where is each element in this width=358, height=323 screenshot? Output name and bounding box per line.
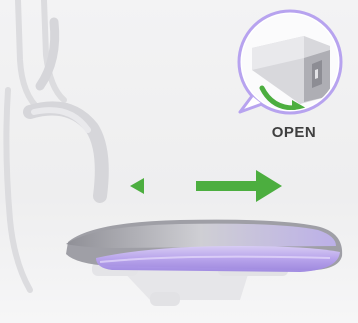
chair-armrest: [30, 22, 102, 196]
open-callout: [238, 10, 348, 120]
double-headed-arrow-icon: [130, 170, 282, 202]
seat-cushion: [66, 220, 342, 272]
open-label: OPEN: [256, 124, 332, 141]
